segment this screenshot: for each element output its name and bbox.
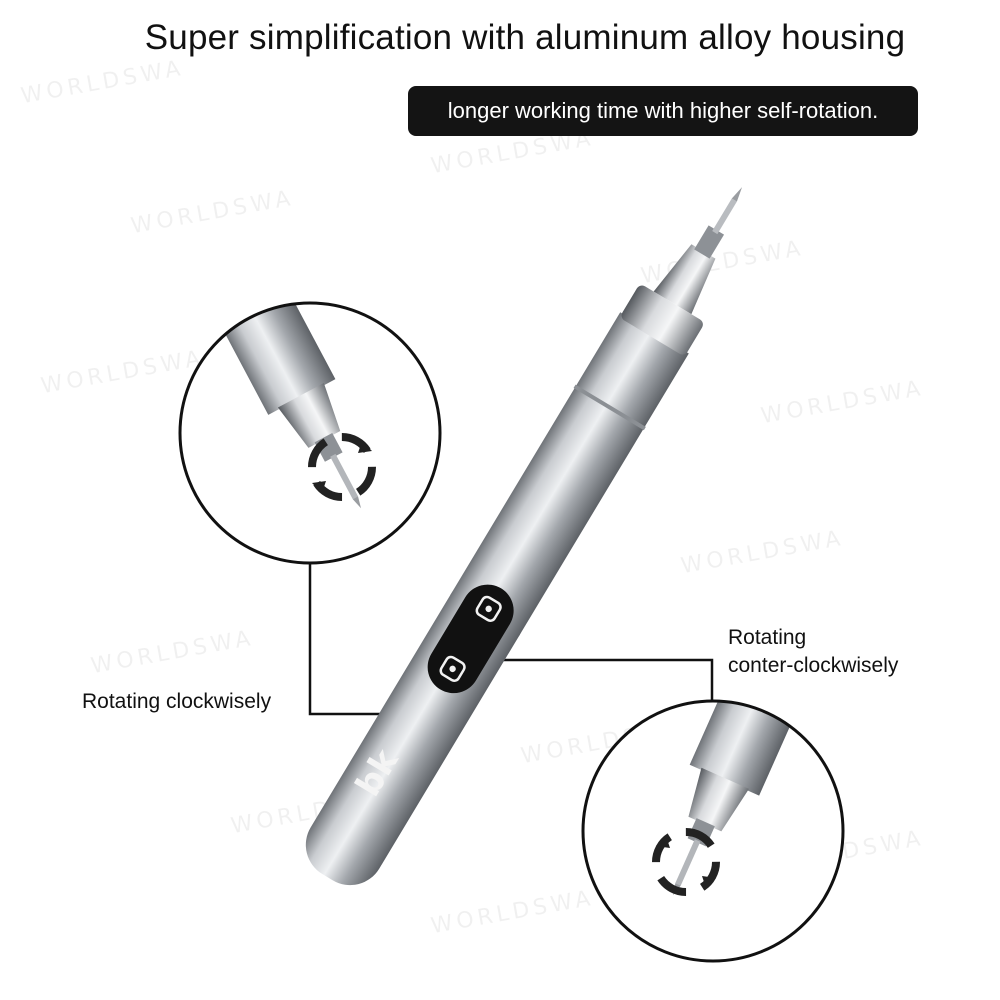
page-title: Super simplification with aluminum alloy… <box>144 18 906 57</box>
pen-collar <box>621 285 703 355</box>
zoom-circle-clockwise <box>178 301 442 565</box>
connector-line-clockwise <box>308 563 405 716</box>
rotate-button-icon <box>475 595 502 622</box>
callout-counterclockwise-line1: Rotating <box>728 626 807 649</box>
zoom-circle-counterclockwise <box>581 699 845 963</box>
pen-nose <box>653 244 716 315</box>
connector-line-counterclockwise <box>475 658 714 700</box>
callout-clockwise-label: Rotating clockwisely <box>82 690 272 713</box>
screwdriver-pen: bk <box>305 187 743 886</box>
callout-counterclockwise-line2: conter-clockwisely <box>728 654 899 677</box>
circular-arrows-icon <box>652 828 720 896</box>
rotate-button-icon <box>439 655 466 682</box>
pen-barrel <box>450 312 689 637</box>
subtitle-banner: longer working time with higher self-rot… <box>408 86 918 136</box>
callout-counterclockwise-label: Rotating conter-clockwisely <box>728 624 898 680</box>
circular-arrows-icon <box>308 433 376 501</box>
button-panel <box>427 584 514 694</box>
